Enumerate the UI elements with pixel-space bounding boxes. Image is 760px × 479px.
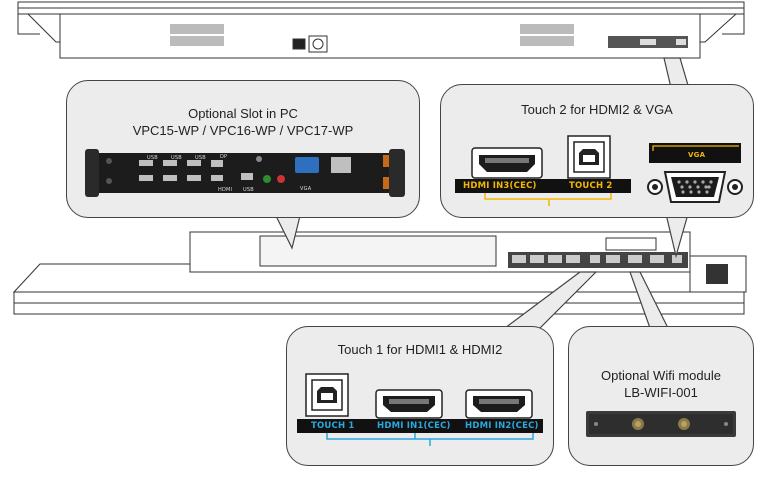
vga-port-icon (647, 171, 743, 203)
touch1-hdmi2-label: HDMI IN2(CEC) (465, 421, 539, 431)
wifi-callout: Optional Wifi module LB-WIFI-001 (568, 326, 754, 466)
touch2-touch-label: TOUCH 2 (569, 181, 613, 191)
touch2-bracket (484, 193, 612, 206)
pc-dp-label: DP (220, 154, 228, 160)
touch1-hdmi2-port-icon (465, 389, 533, 419)
pc-usb-label-3: USB (195, 155, 206, 161)
pc-vga-label: VGA (300, 186, 312, 192)
pc-hdmi-label: HDMI (218, 187, 233, 193)
touch2-vga-label: VGA (688, 151, 706, 159)
vga-top-bracket (652, 145, 739, 151)
touch1-label-bar (297, 419, 543, 433)
touch1-title: Touch 1 for HDMI1 & HDMI2 (337, 342, 503, 357)
vga-label-bar (649, 143, 741, 163)
pc-usb-label-4: USB (243, 187, 254, 193)
usb-b-port-icon (567, 135, 611, 179)
touch1-hdmi1-port-icon (375, 389, 443, 419)
wifi-model: LB-WIFI-001 (624, 385, 698, 400)
touch1-usb-b-port-icon (305, 373, 349, 417)
touch2-title: Touch 2 for HDMI2 & VGA (521, 102, 673, 117)
wifi-title: Optional Wifi module (601, 368, 721, 383)
touch1-hdmi1-label: HDMI IN1(CEC) (377, 421, 451, 431)
touch1-touch-label: TOUCH 1 (311, 421, 355, 431)
pc-usb-label-1: USB (147, 155, 158, 161)
touch1-callout: Touch 1 for HDMI1 & HDMI2 TOUCH 1 HDMI I… (286, 326, 554, 466)
pc-slot-callout: Optional Slot in PC VPC15-WP / VPC16-WP … (66, 80, 420, 218)
pc-slot-models: VPC15-WP / VPC16-WP / VPC17-WP (132, 123, 354, 138)
touch2-label-bar (455, 179, 631, 193)
display-top-view (17, 1, 745, 59)
hdmi-port-icon (471, 147, 543, 179)
touch2-callout: Touch 2 for HDMI2 & VGA HDMI IN3(CEC) TO… (440, 84, 754, 218)
display-bottom-view (12, 231, 747, 315)
pc-usb-label-2: USB (171, 155, 182, 161)
touch2-hdmi-label: HDMI IN3(CEC) (463, 181, 537, 191)
pc-slot-title: Optional Slot in PC (188, 106, 298, 121)
pc-module-image (85, 149, 405, 197)
touch1-bracket (326, 433, 534, 446)
wifi-module-image (586, 411, 736, 437)
